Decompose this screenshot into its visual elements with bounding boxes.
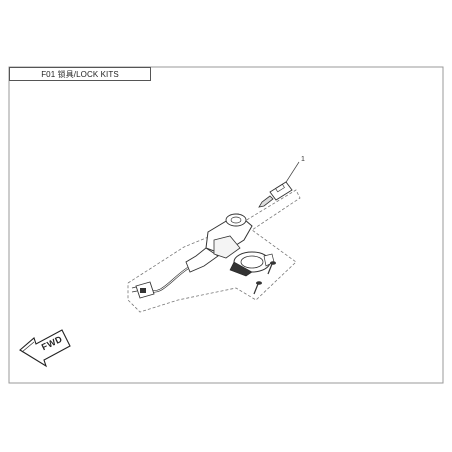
mounting-clamp bbox=[229, 251, 275, 277]
page-title-box: F01 锁具/LOCK KITS bbox=[9, 67, 151, 81]
ignition-switch-body bbox=[185, 213, 253, 273]
page-title: F01 锁具/LOCK KITS bbox=[41, 69, 119, 79]
ignition-key-icon bbox=[258, 181, 293, 208]
screw-icon bbox=[253, 281, 262, 295]
callout-label: 1 bbox=[301, 156, 305, 163]
connector-plug-icon bbox=[131, 281, 155, 299]
page-border bbox=[8, 66, 444, 384]
fwd-direction-arrow-icon bbox=[19, 329, 71, 368]
wire-harness bbox=[147, 267, 189, 293]
screw-icon bbox=[267, 261, 276, 275]
